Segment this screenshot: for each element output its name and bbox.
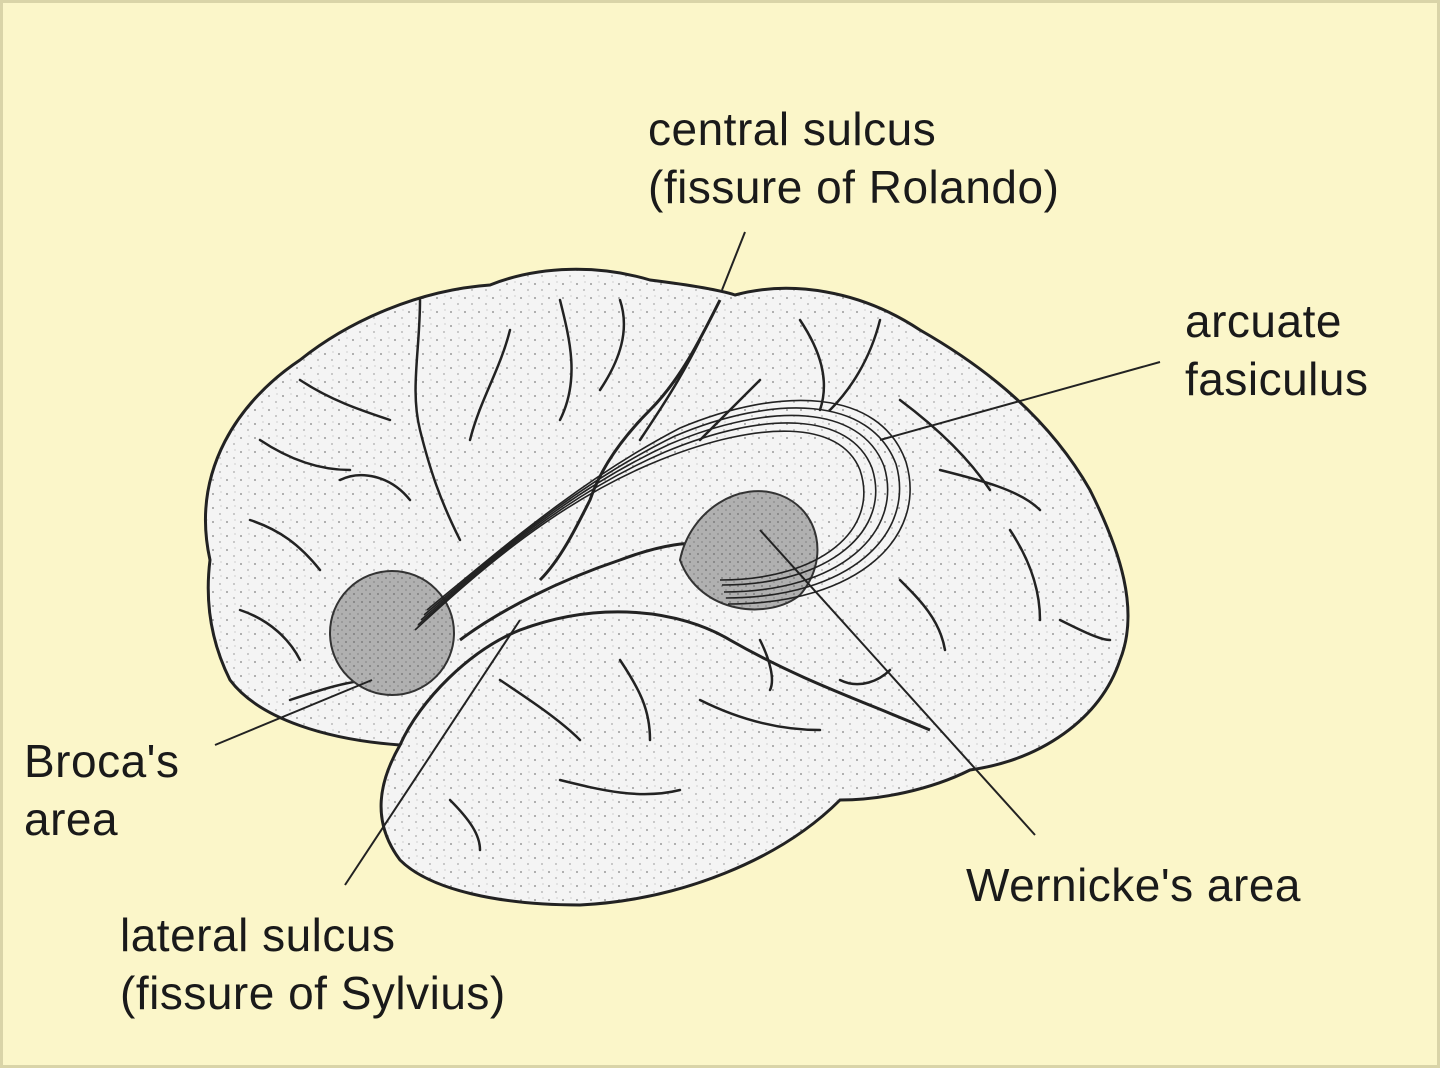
central-sulcus-line1: central sulcus <box>648 103 937 155</box>
leader-broca <box>214 679 373 746</box>
wernicke-area-region <box>678 490 819 611</box>
arcuate-line1: arcuate <box>1185 295 1342 347</box>
wernicke-line1: Wernicke's area <box>966 859 1302 911</box>
label-broca-area: Broca's area <box>24 732 179 848</box>
brain-outline <box>204 267 1130 907</box>
broca-line2: area <box>24 793 119 845</box>
central-sulcus-line2: (fissure of Rolando) <box>648 161 1060 213</box>
label-arcuate-fasiculus: arcuate fasiculus <box>1185 292 1368 408</box>
leader-lines <box>214 231 1161 886</box>
leader-wernicke <box>759 529 1036 836</box>
lateral-sulcus-line2: (fissure of Sylvius) <box>120 967 506 1019</box>
broca-area-region <box>329 570 455 696</box>
lateral-sulcus-line1: lateral sulcus <box>120 909 396 961</box>
broca-line1: Broca's <box>24 735 180 787</box>
arcuate-fasciculus-bundle <box>414 399 911 631</box>
label-wernicke-area: Wernicke's area <box>966 856 1301 914</box>
leader-lateral-sulcus <box>344 619 521 886</box>
temporal-lobe-contour <box>398 610 931 746</box>
leader-arcuate <box>879 361 1161 441</box>
arcuate-line2: fasiculus <box>1185 353 1369 405</box>
label-central-sulcus: central sulcus (fissure of Rolando) <box>648 100 1059 216</box>
leader-central-sulcus <box>721 231 746 291</box>
label-lateral-sulcus: lateral sulcus (fissure of Sylvius) <box>120 906 506 1022</box>
brain-sulci <box>238 298 1112 852</box>
